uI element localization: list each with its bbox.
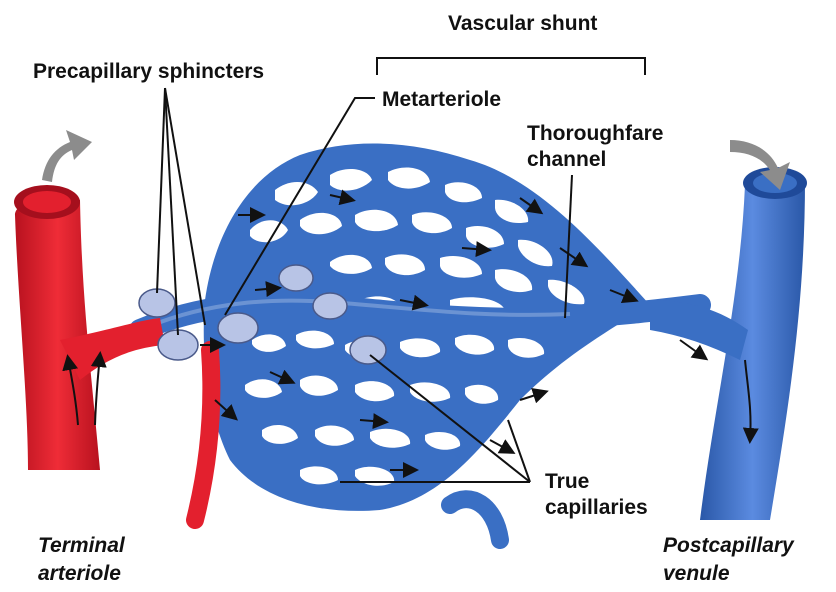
vascular-shunt-label: Vascular shunt bbox=[448, 12, 597, 35]
terminal-arteriole-label-line2: arteriole bbox=[38, 562, 121, 585]
precapillary-sphincters-label: Precapillary sphincters bbox=[33, 60, 264, 83]
true-capillaries-label-line1: True bbox=[545, 470, 589, 493]
arteriole-flow-arrow bbox=[42, 130, 92, 182]
postcapillary-venule bbox=[650, 167, 807, 520]
leader-precap-1 bbox=[157, 88, 165, 293]
sphincter-6 bbox=[350, 336, 386, 364]
terminal-arteriole bbox=[14, 185, 165, 470]
thoroughfare-channel-label-line1: Thoroughfare bbox=[527, 122, 664, 145]
terminal-arteriole-label-line1: Terminal bbox=[38, 534, 126, 557]
postcapillary-venule-label-line2: venule bbox=[663, 562, 730, 585]
sphincter-3 bbox=[218, 313, 258, 343]
lower-arterial-capillary bbox=[195, 350, 211, 520]
vascular-shunt-bracket bbox=[377, 58, 645, 75]
sphincter-4 bbox=[279, 265, 313, 291]
metarteriole-label: Metarteriole bbox=[382, 88, 501, 111]
thoroughfare-channel-label-line2: channel bbox=[527, 148, 606, 171]
true-capillaries-label-line2: capillaries bbox=[545, 496, 648, 519]
postcapillary-venule-label-line1: Postcapillary bbox=[663, 534, 795, 557]
sphincter-5 bbox=[313, 293, 347, 319]
lower-venous-capillary bbox=[450, 499, 500, 540]
sphincter-1 bbox=[139, 289, 175, 317]
